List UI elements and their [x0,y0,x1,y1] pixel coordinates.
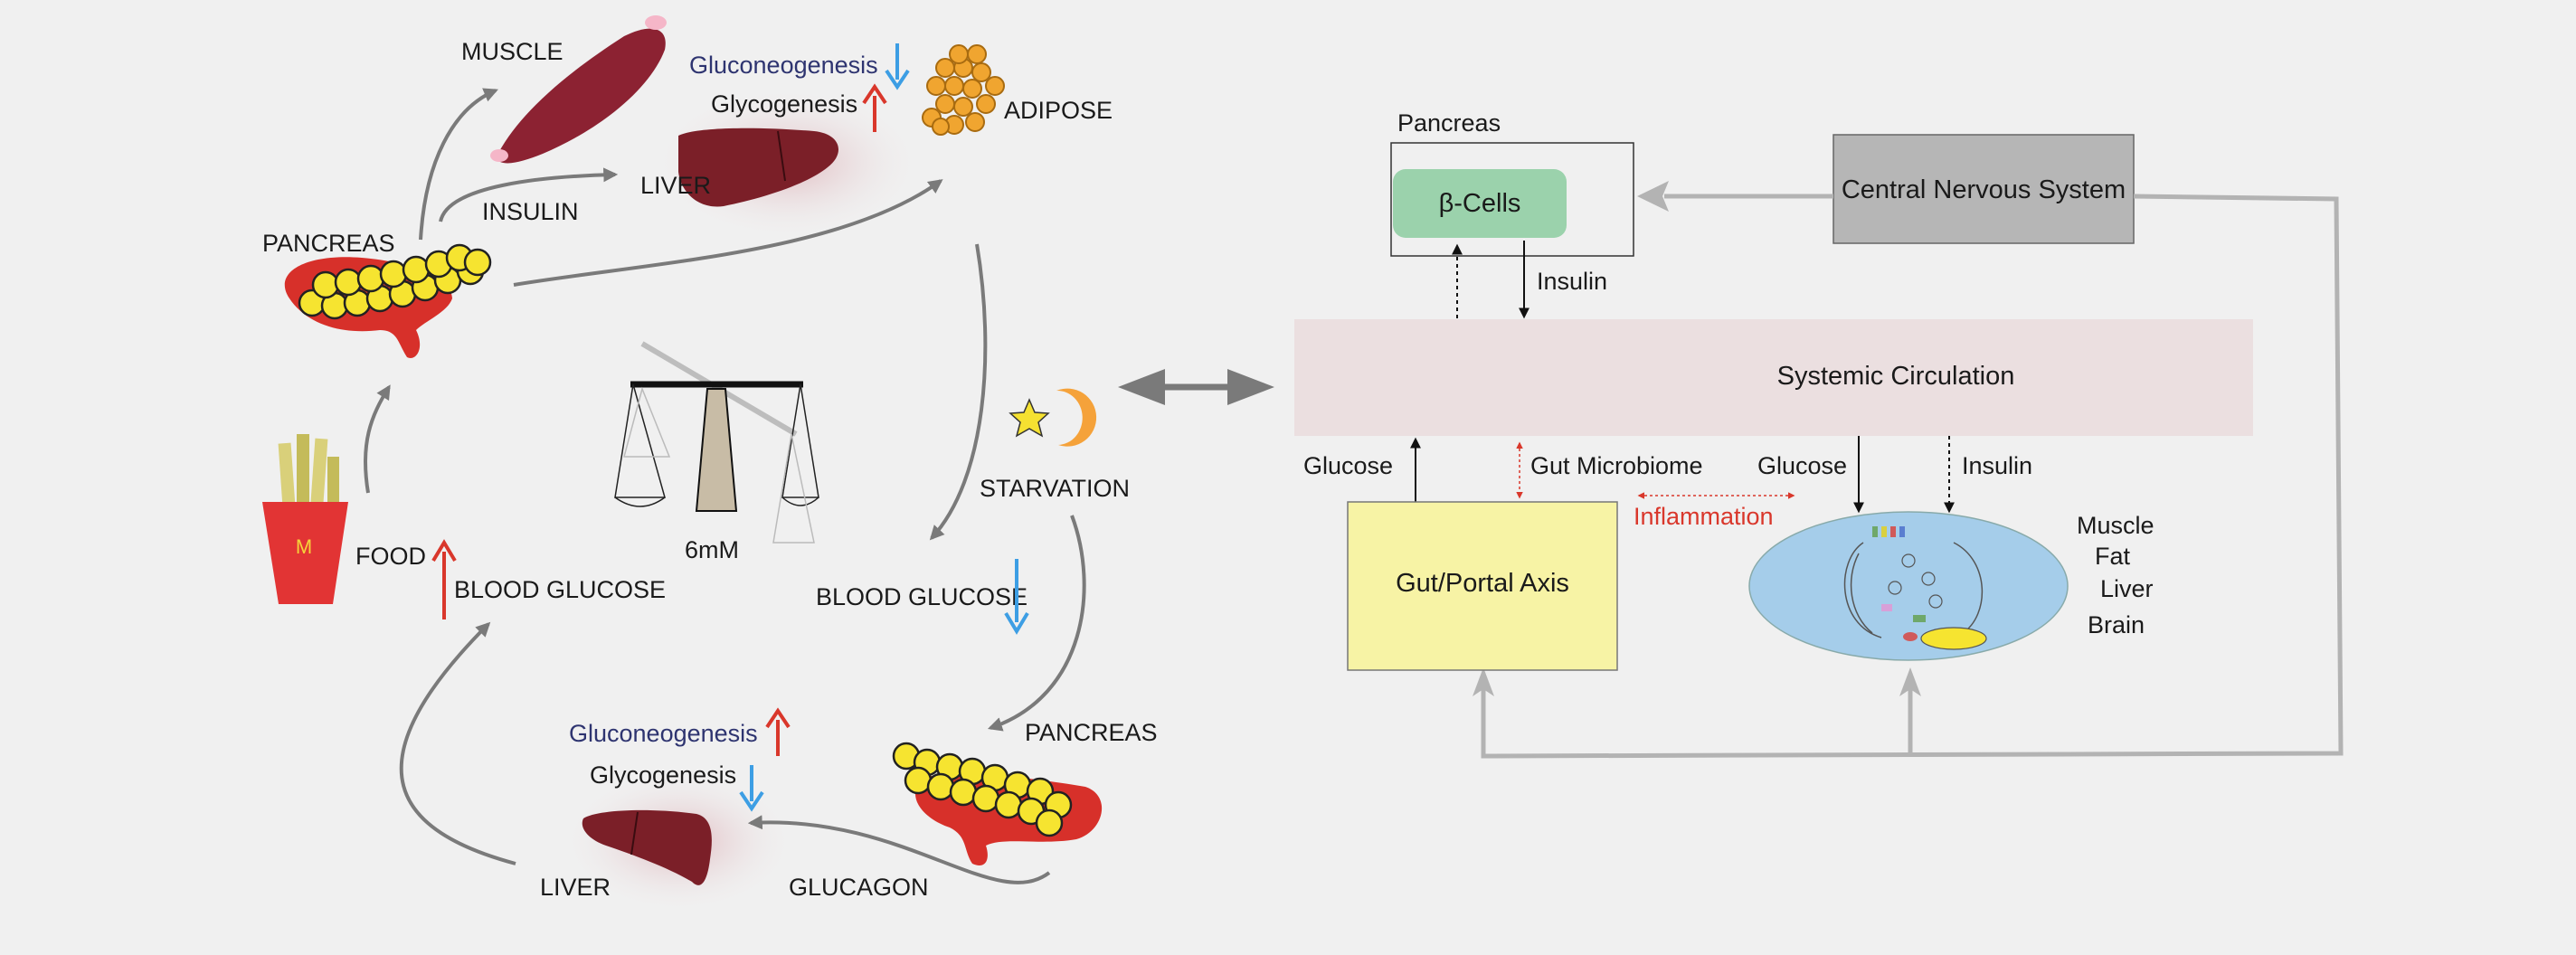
fries-icon: M [262,434,348,604]
food-logo: M [296,535,312,558]
pancreas-top-icon [284,243,492,358]
muscle-label: MUSCLE [461,38,564,65]
adipose-label: ADIPOSE [1004,97,1113,124]
down-arrow-icon [885,43,910,90]
scale-value-label: 6mM [685,536,739,563]
cns-arrowheads [1473,181,1921,696]
food-label: FOOD [355,543,426,570]
cell-signaling-icon [1843,526,1987,650]
down-arrow-icon [739,765,764,812]
tissue-label-brain: Brain [2088,611,2145,638]
balance-scale-icon [614,341,819,544]
up-arrow-icon [765,707,791,756]
gluconeogenesis-bottom-label: Gluconeogenesis [569,720,758,747]
gut-portal-box [1347,501,1618,671]
glucose-left-label: Glucose [1303,452,1393,479]
right-panel: Pancreas β-Cells Central Nervous System … [1294,109,2344,759]
beta-cells-label: β-Cells [1439,189,1521,218]
tissue-cell-ellipse [1748,511,2069,661]
tissue-label-muscle: Muscle [2077,512,2155,539]
pancreas-top-label: PANCREAS [262,230,395,257]
bidirectional-arrow-icon [1118,369,1274,405]
glycogenesis-bottom-label: Glycogenesis [590,761,736,789]
moon-star-icon [1009,388,1097,447]
up-arrow-icon [862,83,887,132]
systemic-circulation-box [1294,319,2253,436]
tissue-label-fat: Fat [2095,543,2131,570]
blood-glucose-down-label: BLOOD GLUCOSE [816,583,1028,610]
insulin-right-label: Insulin [1962,452,2032,479]
liver-top-icon [678,128,838,207]
left-panel: MUSCLE LIVER Gluconeogenesis Glycogenesi… [262,15,1158,913]
up-arrow-icon [431,539,457,619]
tissue-label-liver: Liver [2100,575,2154,602]
glucose-right-label: Glucose [1757,452,1847,479]
inflammation-label: Inflammation [1634,503,1774,530]
beta-cells-box [1393,169,1567,238]
adipose-icon [922,44,1005,136]
systemic-circulation-label: Systemic Circulation [1777,362,2015,391]
glycogenesis-top-label: Glycogenesis [711,90,857,118]
gluconeogenesis-top-label: Gluconeogenesis [689,52,878,79]
liver-bottom-icon [582,809,712,885]
cycle-arrows [363,88,1086,884]
liver-bottom-label: LIVER [540,874,611,901]
glucagon-label: GLUCAGON [789,874,929,901]
muscle-icon [490,15,667,164]
cns-box [1833,134,2135,244]
gut-microbiome-label: Gut Microbiome [1530,452,1703,479]
pancreas-box [1390,142,1634,257]
cns-label: Central Nervous System [1842,175,2126,204]
starvation-label: STARVATION [980,475,1130,502]
pancreas-label: Pancreas [1397,109,1501,137]
down-arrow-icon [1004,559,1029,635]
pancreas-bottom-icon [892,742,1103,866]
liver-top-label: LIVER [640,172,711,199]
insulin-label: INSULIN [482,198,579,225]
gut-portal-label: Gut/Portal Axis [1396,569,1569,598]
blood-glucose-up-label: BLOOD GLUCOSE [454,576,666,603]
insulin-top-label: Insulin [1537,268,1607,295]
pancreas-bottom-label: PANCREAS [1025,719,1158,746]
